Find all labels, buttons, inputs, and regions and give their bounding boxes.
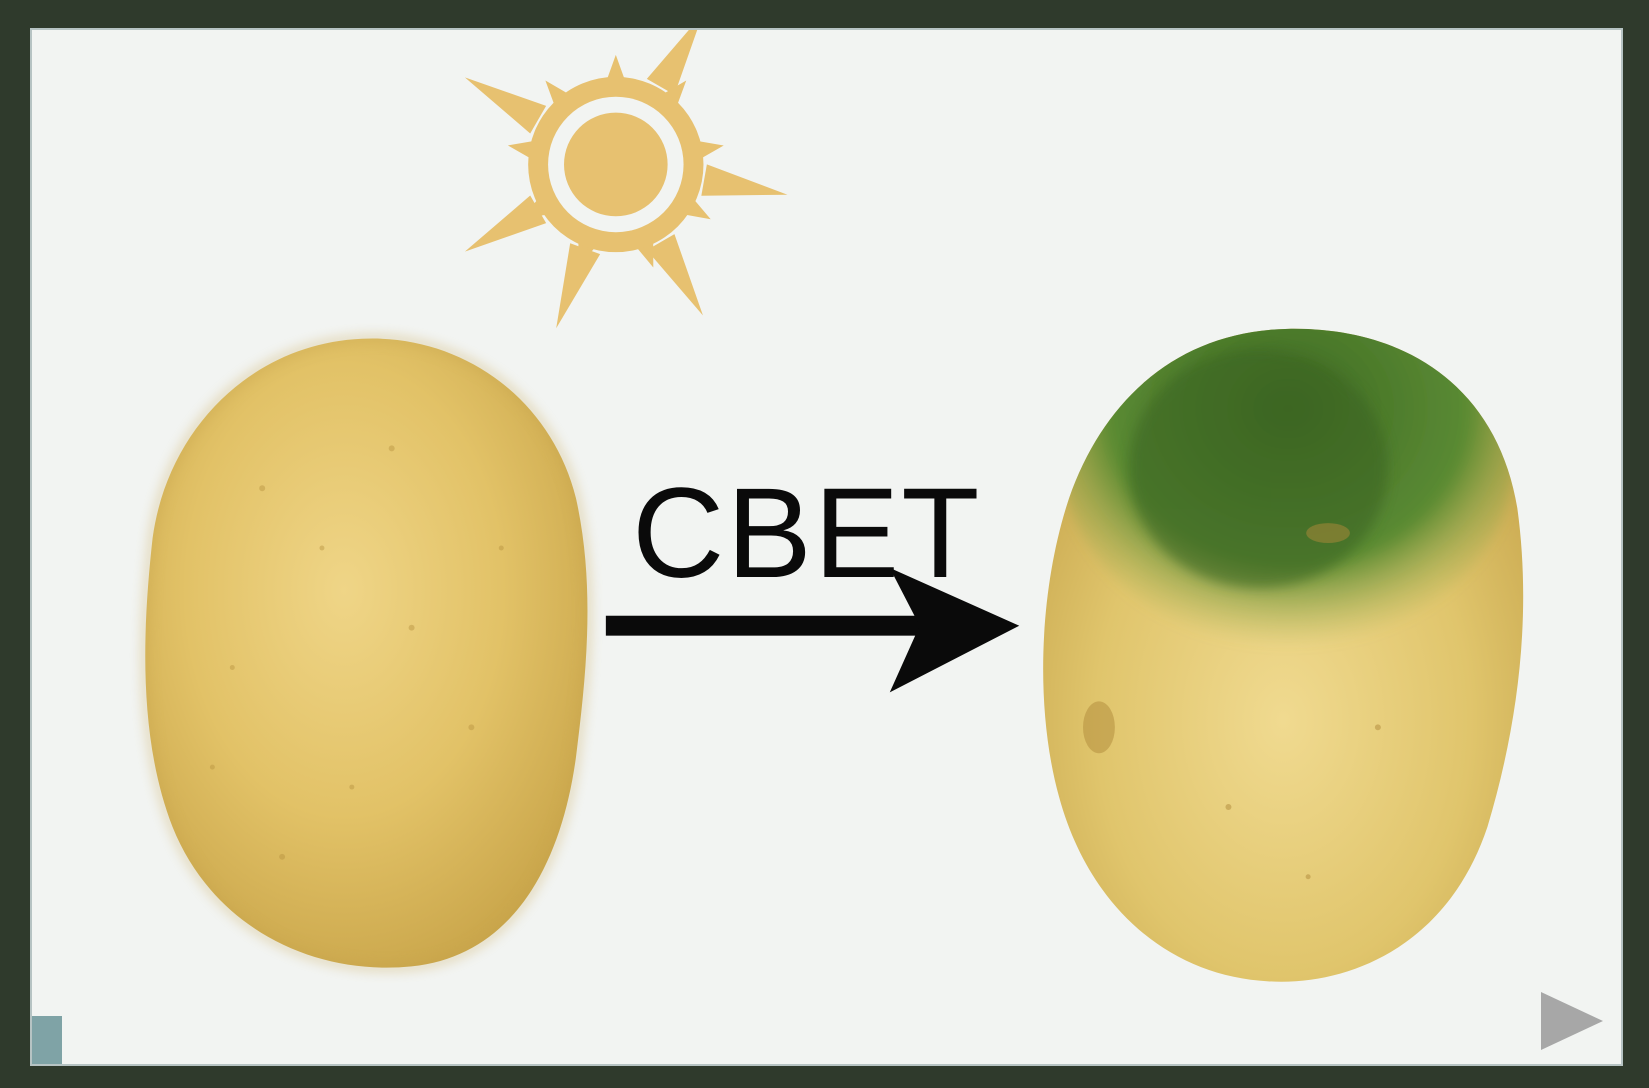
next-slide-icon [1537, 988, 1607, 1054]
fresh-potato-image [145, 339, 587, 968]
slide-frame: СВЕТ [30, 28, 1623, 1066]
slide-marker [32, 1016, 62, 1064]
light-caption: СВЕТ [632, 470, 981, 598]
sun-icon [457, 30, 790, 334]
next-slide-button[interactable] [1537, 988, 1607, 1054]
green-potato-image [1043, 249, 1523, 982]
